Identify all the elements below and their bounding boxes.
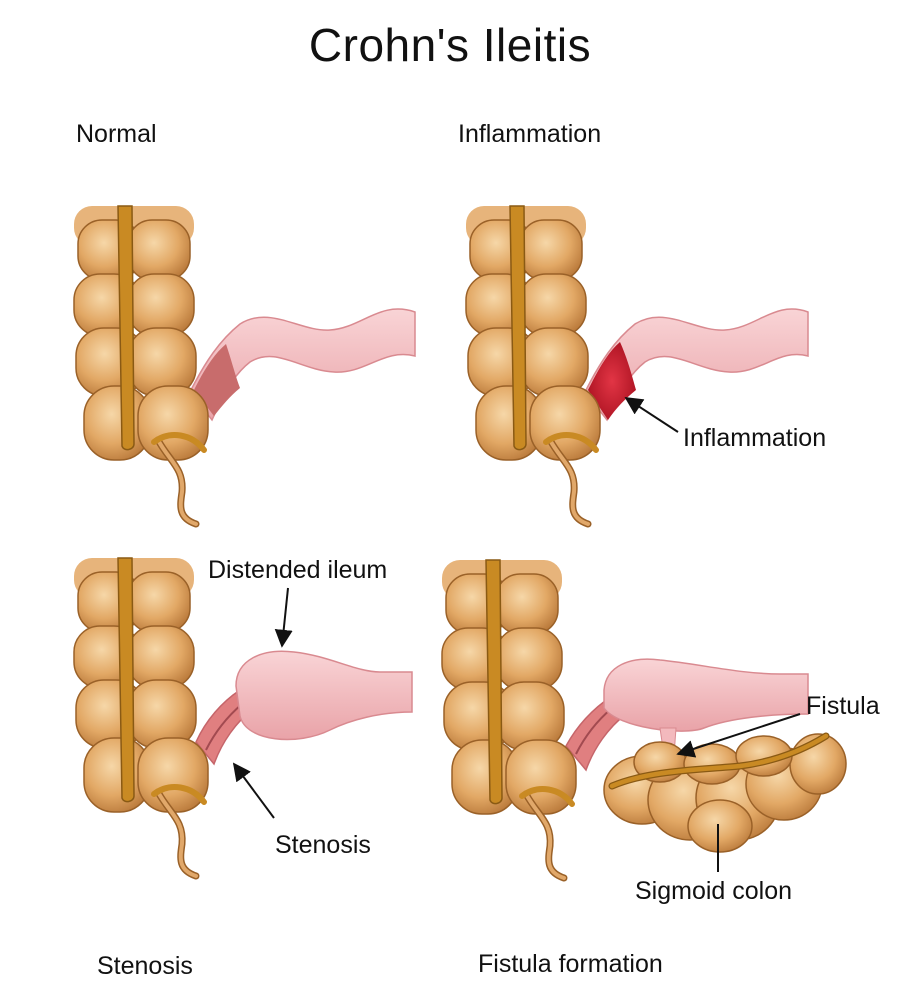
panel-label-stenosis: Stenosis — [97, 952, 193, 980]
panel-stenosis — [74, 558, 413, 876]
panel-label-inflammation: Inflammation — [458, 120, 602, 148]
annotation-distended-ileum: Distended ileum — [208, 556, 388, 584]
annotation-fistula: Fistula — [806, 692, 880, 720]
panel-inflammation — [466, 206, 809, 524]
panel-fistula — [442, 560, 847, 878]
diagram-title: Crohn's Ileitis — [308, 19, 592, 71]
panel-label-fistula: Fistula formation — [478, 950, 663, 978]
annotation-inflammation: Inflammation — [683, 424, 827, 452]
annotation-sigmoid-colon: Sigmoid colon — [635, 877, 793, 905]
panel-normal — [74, 206, 416, 524]
annotation-arrows — [232, 397, 801, 872]
annotation-stenosis: Stenosis — [275, 831, 371, 859]
sigmoid-colon-shape — [603, 733, 847, 853]
panel-label-normal: Normal — [76, 120, 157, 148]
